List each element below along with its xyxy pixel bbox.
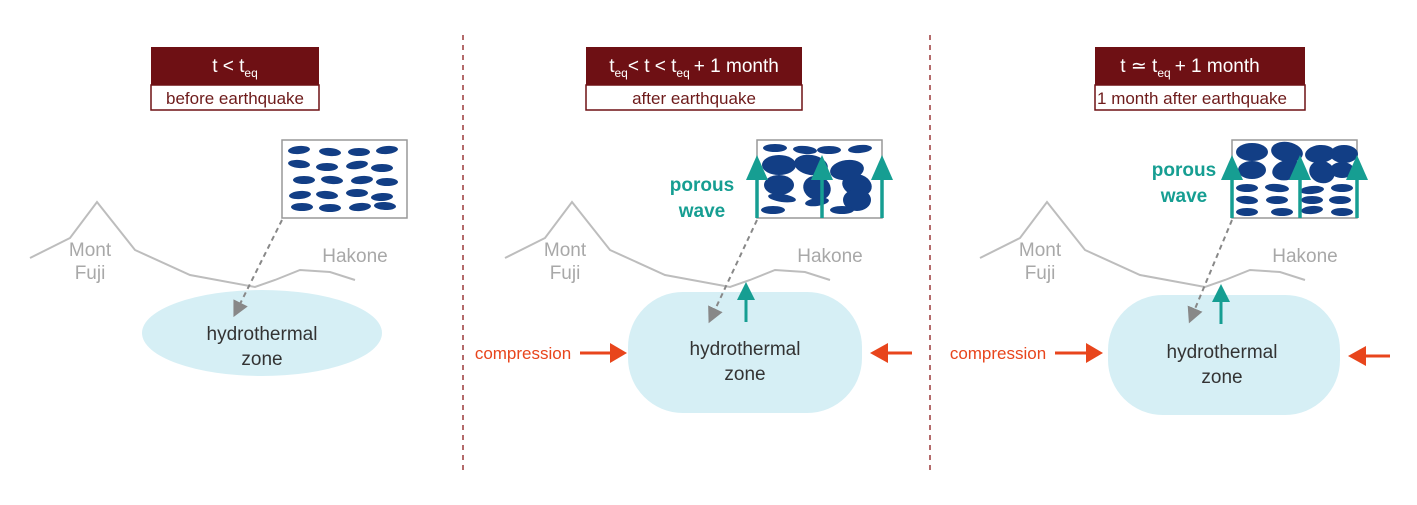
hakone-label: Hakone xyxy=(1272,246,1338,267)
pore-grain xyxy=(763,144,787,152)
pore-grain xyxy=(1301,205,1323,215)
pore-grain xyxy=(1330,145,1358,163)
pore-grain xyxy=(374,201,396,211)
pore-grain xyxy=(1236,184,1258,192)
pore-grain xyxy=(1309,160,1335,184)
pore-grain xyxy=(1236,143,1268,161)
header-caption: after earthquake xyxy=(632,89,756,108)
pore-grain xyxy=(346,189,368,197)
panel-one-month: t ≃ teq+ 1 month 1 month after earthquak… xyxy=(950,47,1390,415)
porous-wave-arrow xyxy=(746,155,768,218)
pore-grain xyxy=(1331,184,1353,192)
pore-grain xyxy=(793,145,817,155)
pore-grain xyxy=(1331,208,1353,216)
compression-arrow-right xyxy=(870,343,912,363)
compression-arrow-right xyxy=(1348,346,1390,366)
pore-grain xyxy=(321,175,343,185)
pore-grain xyxy=(1236,208,1258,216)
compression-arrow-left xyxy=(580,343,627,363)
terrain-line xyxy=(29,200,356,289)
pore-grain xyxy=(817,146,841,154)
pore-grain xyxy=(1266,196,1288,204)
pore-grain xyxy=(319,204,341,212)
pore-grain xyxy=(764,175,794,195)
pore-grain xyxy=(830,206,854,214)
pore-grain xyxy=(351,175,373,185)
pore-grain xyxy=(288,159,310,169)
compression-label: compression xyxy=(475,344,571,363)
fluid-arrow xyxy=(1212,284,1230,324)
pore-grain xyxy=(1301,196,1323,204)
pore-grain xyxy=(291,203,313,211)
porous-wave-arrow xyxy=(1346,155,1368,218)
terrain-line xyxy=(979,200,1306,289)
pore-grain xyxy=(376,145,398,155)
porous-wave-arrow xyxy=(811,155,833,218)
pore-grain xyxy=(319,147,341,157)
pore-grain xyxy=(1265,183,1289,193)
pore-grain xyxy=(349,202,371,212)
porous-wave-arrow xyxy=(871,155,893,218)
compression-arrow-left xyxy=(1055,343,1103,363)
pore-grain xyxy=(376,178,398,186)
pore-grain xyxy=(371,192,393,202)
pore-grain xyxy=(348,148,370,156)
pore-grain xyxy=(1271,141,1303,163)
fluid-arrow xyxy=(737,282,755,322)
pore-grain xyxy=(316,163,338,171)
hydrothermal-zone xyxy=(1108,295,1340,415)
pore-grain xyxy=(1330,162,1354,178)
pore-grain xyxy=(761,206,785,214)
pore-grain xyxy=(289,190,311,200)
hakone-label: Hakone xyxy=(797,246,863,267)
pore-grain xyxy=(768,193,796,203)
header-title: t < teq xyxy=(212,56,258,80)
header-caption: before earthquake xyxy=(166,89,304,108)
pore-grain xyxy=(1236,195,1258,205)
pore-grain xyxy=(346,160,368,170)
pore-grain xyxy=(1329,196,1351,204)
pore-grain xyxy=(288,145,310,155)
pore-grain xyxy=(1305,144,1335,164)
porous-wave-arrow xyxy=(1289,155,1311,218)
pore-grain xyxy=(1300,185,1324,195)
pore-grain xyxy=(848,144,872,154)
compression-label: compression xyxy=(950,344,1046,363)
pore-grain xyxy=(1238,161,1266,179)
header-caption: 1 month after earthquake xyxy=(1097,89,1287,108)
pore-grain xyxy=(803,175,831,201)
porous-wave-arrow xyxy=(1221,155,1243,218)
header-title: teq< t < teq+ 1 month xyxy=(609,56,779,80)
pore-grain xyxy=(843,189,871,211)
terrain-line xyxy=(504,200,831,289)
header-box: t < teq before earthquake xyxy=(150,47,320,111)
hydrothermal-zone xyxy=(142,290,382,376)
pore-grain xyxy=(371,164,393,172)
dashed-arrow xyxy=(233,219,283,318)
pore-grain xyxy=(762,155,796,175)
header-box: teq< t < teq+ 1 month after earthquake xyxy=(585,47,803,111)
header-box: t ≃ teq+ 1 month 1 month after earthquak… xyxy=(1094,47,1306,111)
pore-grain xyxy=(316,190,338,200)
hydrothermal-zone xyxy=(628,292,862,413)
panel-after: teq< t < teq+ 1 month after earthquake M… xyxy=(475,47,912,413)
header-title: t ≃ teq+ 1 month xyxy=(1120,56,1259,80)
hakone-label: Hakone xyxy=(322,246,388,267)
pore-grain xyxy=(293,176,315,184)
pore-grain xyxy=(1271,208,1293,216)
